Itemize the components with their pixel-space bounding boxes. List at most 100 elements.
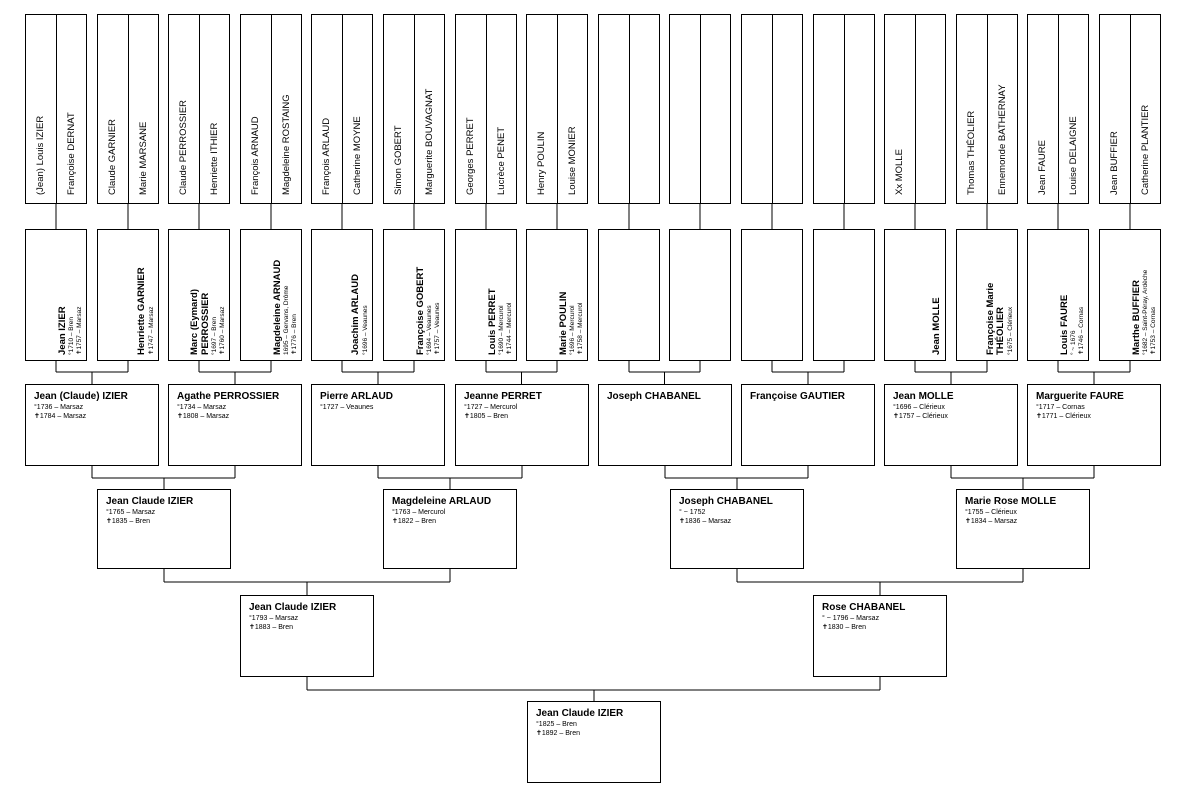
person-name: Jean MOLLE [930, 297, 942, 355]
person-name: Louise DELAIGNE [1067, 116, 1079, 195]
person-box[interactable] [598, 229, 660, 361]
person-name: Jean MOLLE [893, 391, 954, 402]
couple-right-half: Catherine PLANTIER [1130, 15, 1160, 203]
couple-right-half: Louise MONIER [557, 15, 587, 203]
birth-info: °1717 – Cornas [1036, 404, 1085, 411]
person-box[interactable]: Jean MOLLE [884, 229, 946, 361]
person-box[interactable]: Magdeleine ARLAUD°1763 – Mercurol✝1822 –… [383, 489, 517, 569]
person-name: Jean Claude IZIER [249, 602, 337, 613]
person-box[interactable]: Marie Rose MOLLE°1755 – Clérieux✝1834 – … [956, 489, 1090, 569]
person-name: Catherine PLANTIER [1139, 104, 1151, 195]
person-box[interactable]: Marie POULIN°1696 – Mercurol✝1758 – Merc… [526, 229, 588, 361]
person-box[interactable]: Marthe BUFFIER°1682 – Saint-Péray, Ardèc… [1099, 229, 1161, 361]
couple-right-half: Ennemonde BATHERNAY [987, 15, 1017, 203]
person-name: Joseph CHABANEL [679, 496, 773, 507]
couple-right-half [844, 15, 874, 203]
person-name: Marthe BUFFIER [1130, 280, 1142, 355]
death-info: ✝1746 – Cornas [1077, 306, 1085, 355]
death-info: ✝1760 – Marsaz [218, 306, 226, 355]
person-box[interactable]: Pierre ARLAUD°1727 – Veaunes [311, 384, 445, 466]
person-box[interactable]: Jeanne PERRET°1727 – Mercurol✝1805 – Bre… [455, 384, 589, 466]
death-info: ✝1747 – Marsaz [147, 306, 155, 355]
birth-info: °1694 – Veaunes [426, 305, 433, 355]
person-box[interactable] [669, 229, 731, 361]
person-box[interactable]: Jean Claude IZIER°1793 – Marsaz✝1883 – B… [240, 595, 374, 677]
birth-info: ° ~ 1752 [679, 509, 706, 516]
couple-box[interactable] [669, 14, 731, 204]
death-info: ✝1757 – Clérieux [893, 413, 948, 420]
rotated-label: Henriette GARNIER✝1747 – Marsaz [101, 235, 155, 355]
birth-info: °1727 – Veaunes [320, 404, 374, 411]
birth-info: °1755 – Clérieux [965, 509, 1017, 516]
person-name: Henriette ITHIER [208, 122, 220, 195]
person-box[interactable]: Françoise GAUTIER [741, 384, 875, 466]
person-name: François ARLAUD [321, 117, 332, 195]
person-box[interactable]: Joseph CHABANEL [598, 384, 732, 466]
person-box[interactable]: Jean (Claude) IZIER°1736 – Marsaz✝1784 –… [25, 384, 159, 466]
couple-left-half: Thomas THÉOLIER [957, 15, 987, 203]
rotated-label [817, 235, 871, 355]
couple-box[interactable] [813, 14, 875, 204]
person-box[interactable]: Agathe PERROSSIER°1734 – Marsaz✝1808 – M… [168, 384, 302, 466]
person-box[interactable]: Henriette GARNIER✝1747 – Marsaz [97, 229, 159, 361]
death-info: ✝1757 – Veaunes [433, 302, 441, 355]
couple-box[interactable]: François ARLAUD Catherine MOYNE [311, 14, 373, 204]
person-box[interactable]: Marguerite FAURE°1717 – Cornas✝1771 – Cl… [1027, 384, 1161, 466]
person-box[interactable]: Françoise Marie THÉOLIER°1675 – Clérieux [956, 229, 1018, 361]
person-box[interactable] [813, 229, 875, 361]
death-info: ✝1757 – Marsaz [75, 306, 83, 355]
birth-info: °1690 – Mercurol [498, 305, 505, 355]
person-name: Henriette GARNIER [136, 267, 147, 355]
person-name: Ennemonde BATHERNAY [996, 84, 1008, 195]
person-box[interactable]: Joachim ARLAUD°1696 – Veaunes [311, 229, 373, 361]
couple-right-half: Marguerite BOUVAGNAT [414, 15, 444, 203]
death-info: ✝1892 – Bren [536, 730, 581, 737]
birth-info: ° ~ 1796 – Marsaz [822, 615, 880, 622]
couple-right-half: Françoise DERNAT [56, 15, 86, 203]
couple-left-half: Xx MOLLE [885, 15, 915, 203]
death-info: ✝1776 – Bren [290, 314, 298, 355]
person-box[interactable]: Louis FAURE° ~ 1676✝1746 – Cornas [1027, 229, 1089, 361]
couple-box[interactable]: Xx MOLLE [884, 14, 946, 204]
person-box[interactable]: Jean Claude IZIER°1825 – Bren✝1892 – Bre… [527, 701, 661, 783]
person-box[interactable]: Françoise GOBERT°1694 – Veaunes✝1757 – V… [383, 229, 445, 361]
person-name: Jean (Claude) IZIER [34, 391, 128, 402]
couple-box[interactable] [598, 14, 660, 204]
person-box[interactable]: Jean Claude IZIER°1765 – Marsaz✝1835 – B… [97, 489, 231, 569]
person-box[interactable] [741, 229, 803, 361]
person-name: Jeanne PERRET [464, 391, 542, 402]
couple-box[interactable]: Thomas THÉOLIER Ennemonde BATHERNAY [956, 14, 1018, 204]
person-name: Marie POULIN [557, 291, 569, 355]
death-info: ✝1883 – Bren [249, 624, 294, 631]
person-box[interactable]: Jean MOLLE°1696 – Clérieux✝1757 – Clérie… [884, 384, 1018, 466]
rotated-label: Françoise GOBERT°1694 – Veaunes✝1757 – V… [387, 235, 441, 355]
rotated-label [602, 235, 656, 355]
person-box[interactable]: Jean IZIER°1710 – Bren✝1757 – Marsaz [25, 229, 87, 361]
person-box[interactable]: Louis PERRET°1690 – Mercurol✝1744 – Merc… [455, 229, 517, 361]
couple-box[interactable] [741, 14, 803, 204]
couple-left-half: Claude GARNIER [98, 15, 128, 203]
person-name: Catherine MOYNE [351, 116, 363, 195]
couple-left-half [814, 15, 844, 203]
death-info: ✝1744 – Mercurol [505, 302, 513, 355]
birth-info: °1675 – Clérieux [1006, 306, 1014, 355]
birth-info: °1696 – Mercurol [569, 305, 576, 355]
rotated-label: Jean MOLLE [888, 235, 942, 355]
couple-left-half: François ARNAUD [241, 15, 271, 203]
person-name: Jean Claude IZIER [106, 496, 194, 507]
couple-left-half [599, 15, 629, 203]
person-box[interactable]: Marc (Eymard) PERROSSIER°1697 – Bren✝176… [168, 229, 230, 361]
person-box[interactable]: Rose CHABANEL° ~ 1796 – Marsaz✝1830 – Br… [813, 595, 947, 677]
person-box[interactable]: Joseph CHABANEL° ~ 1752✝1836 – Marsaz [670, 489, 804, 569]
